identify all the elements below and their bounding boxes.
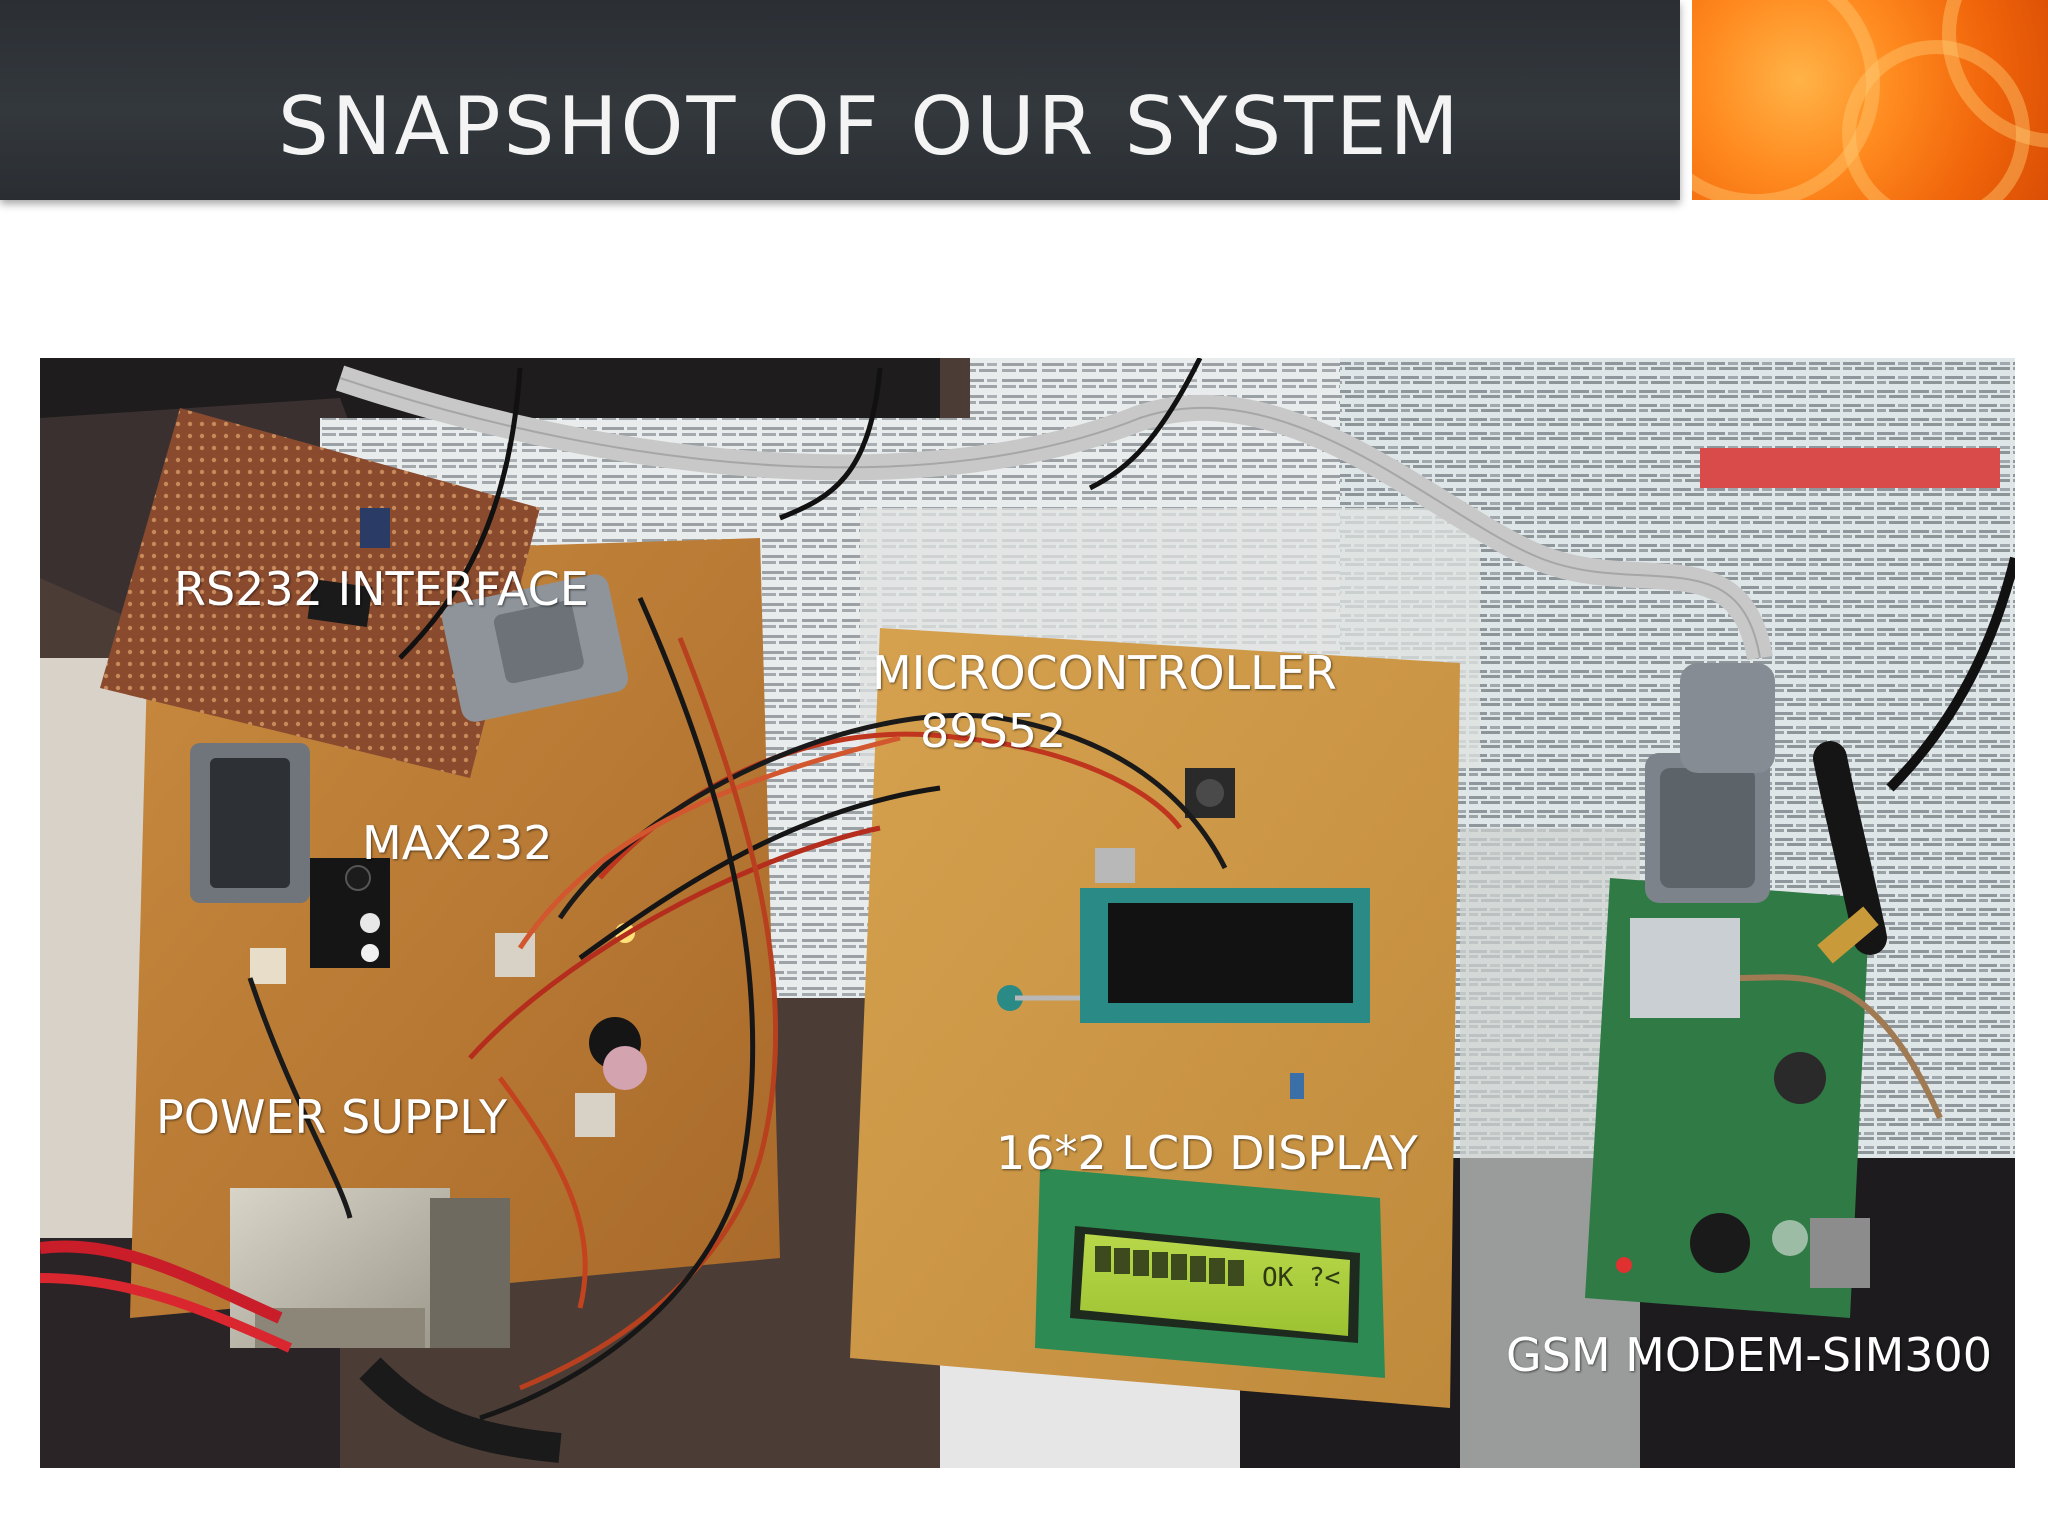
orange-accent-panel [1692, 0, 2048, 200]
label-power-supply: POWER SUPPLY [156, 1090, 508, 1144]
system-photo: OK ?< RS23 [40, 358, 2015, 1468]
label-lcd-display: 16*2 LCD DISPLAY [996, 1126, 1418, 1180]
slide-title: SNAPSHOT OF OUR SYSTEM [278, 80, 1462, 173]
lcd-screen-text: OK ?< [1262, 1263, 1340, 1293]
title-bar [0, 0, 1680, 200]
hardware-illustration: OK ?< [40, 358, 2015, 1468]
label-gsm-modem: GSM MODEM-SIM300 [1506, 1328, 1993, 1382]
label-rs232-interface: RS232 INTERFACE [174, 562, 589, 616]
label-microcontroller: MICROCONTROLLER [872, 646, 1337, 700]
label-max232: MAX232 [362, 816, 553, 870]
label-microcontroller-model: 89S52 [920, 704, 1067, 758]
